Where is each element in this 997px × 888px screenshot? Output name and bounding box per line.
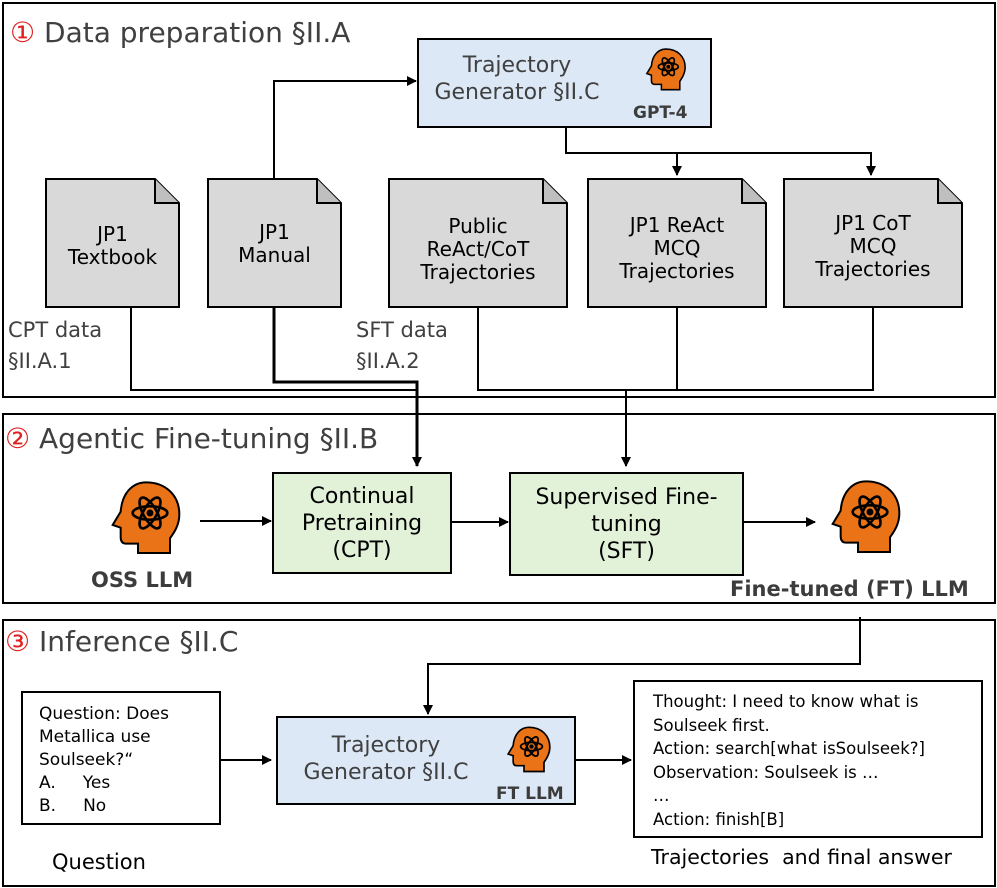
document-icon — [587, 178, 767, 308]
oss-llm-label: OSS LLM — [91, 568, 194, 592]
trajectory-output-box: Thought: I need to know what is Soulseek… — [633, 680, 983, 838]
jp1-textbook-doc: JP1 Textbook — [45, 178, 180, 308]
question-line: Metallica use — [39, 727, 151, 747]
doc-label: JP1 ReAct MCQ Trajectories — [619, 213, 735, 283]
section-number-3: ③ — [5, 625, 31, 658]
agentic-finetuning-section — [2, 413, 996, 604]
agentic-finetuning-title: ② Agentic Fine-tuning §II.B — [5, 425, 378, 453]
question-line: Question: Does — [39, 704, 169, 724]
ft-llm-model-label: FT LLM — [496, 784, 564, 804]
ai-head-icon — [506, 726, 551, 773]
document-icon — [45, 178, 180, 308]
section-title-text: Data preparation §II.A — [44, 16, 351, 49]
trajectory-line: Observation: Soulseek is … — [653, 762, 879, 782]
trajectory-line: Action: finish[B] — [653, 809, 785, 829]
data-preparation-title: ① Data preparation §II.A — [10, 19, 350, 47]
public-trajectories-doc: Public ReAct/CoT Trajectories — [388, 178, 568, 308]
inference-section — [2, 619, 996, 887]
trajectory-line: … — [653, 786, 670, 805]
cpt-data-label: CPT data §II.A.1 — [8, 318, 103, 373]
trajectory-generator-label: Trajectory Generator §II.C — [434, 53, 600, 105]
trajectory-line: Soulseek first. — [653, 715, 770, 735]
jp1-manual-doc: JP1 Manual — [207, 178, 342, 308]
question-line: Soulseek?“ — [39, 750, 134, 770]
ft-llm-head-icon — [831, 480, 901, 553]
jp1-react-mcq-doc: JP1 ReAct MCQ Trajectories — [587, 178, 767, 308]
sft-data-label: SFT data §II.A.2 — [356, 318, 448, 373]
ft-llm-label: Fine-tuned (FT) LLM — [730, 577, 969, 601]
inference-title: ③ Inference §II.C — [5, 628, 238, 656]
gpt4-label: GPT-4 — [633, 103, 688, 123]
section-number-1: ① — [10, 16, 36, 49]
trajectory-caption: Trajectories and final answer — [651, 845, 952, 869]
doc-label: JP1 Textbook — [67, 222, 158, 269]
section-title-text: Agentic Fine-tuning §II.B — [39, 422, 379, 455]
continual-pretraining-box: Continual Pretraining (CPT) — [272, 472, 452, 574]
document-icon — [783, 178, 963, 308]
trajectory-generator-ft-box: Trajectory Generator §II.C FT LLM — [276, 716, 576, 805]
jp1-cot-mcq-doc: JP1 CoT MCQ Trajectories — [783, 178, 963, 308]
question-caption: Question — [52, 850, 146, 874]
data-preparation-section — [2, 2, 996, 398]
section-title-text: Inference §II.C — [39, 625, 239, 658]
supervised-finetuning-box: Supervised Fine- tuning (SFT) — [509, 472, 744, 576]
cpt-box-label: Continual Pretraining (CPT) — [301, 484, 423, 563]
oss-llm-head-icon — [111, 481, 181, 554]
document-icon — [207, 178, 342, 308]
trajectory-line: Action: search[what isSoulseek?] — [653, 739, 925, 758]
section-number-2: ② — [5, 422, 31, 455]
trajectory-generator-label: Trajectory Generator §II.C — [303, 733, 469, 785]
ai-head-icon — [645, 48, 686, 91]
trajectory-generator-gpt4-box: Trajectory Generator §II.C GPT-4 — [417, 38, 712, 128]
document-icon — [388, 178, 568, 308]
question-box: Question: Does Metallica use Soulseek?“ … — [21, 691, 221, 825]
trajectory-line: Thought: I need to know what is — [653, 692, 919, 711]
sft-box-label: Supervised Fine- tuning (SFT) — [535, 485, 718, 564]
doc-label: JP1 CoT MCQ Trajectories — [815, 211, 931, 281]
doc-label: JP1 Manual — [238, 220, 311, 267]
doc-label: Public ReAct/CoT Trajectories — [420, 214, 536, 284]
answer-option-b: B. No — [39, 796, 107, 816]
answer-option-a: A. Yes — [39, 773, 111, 793]
